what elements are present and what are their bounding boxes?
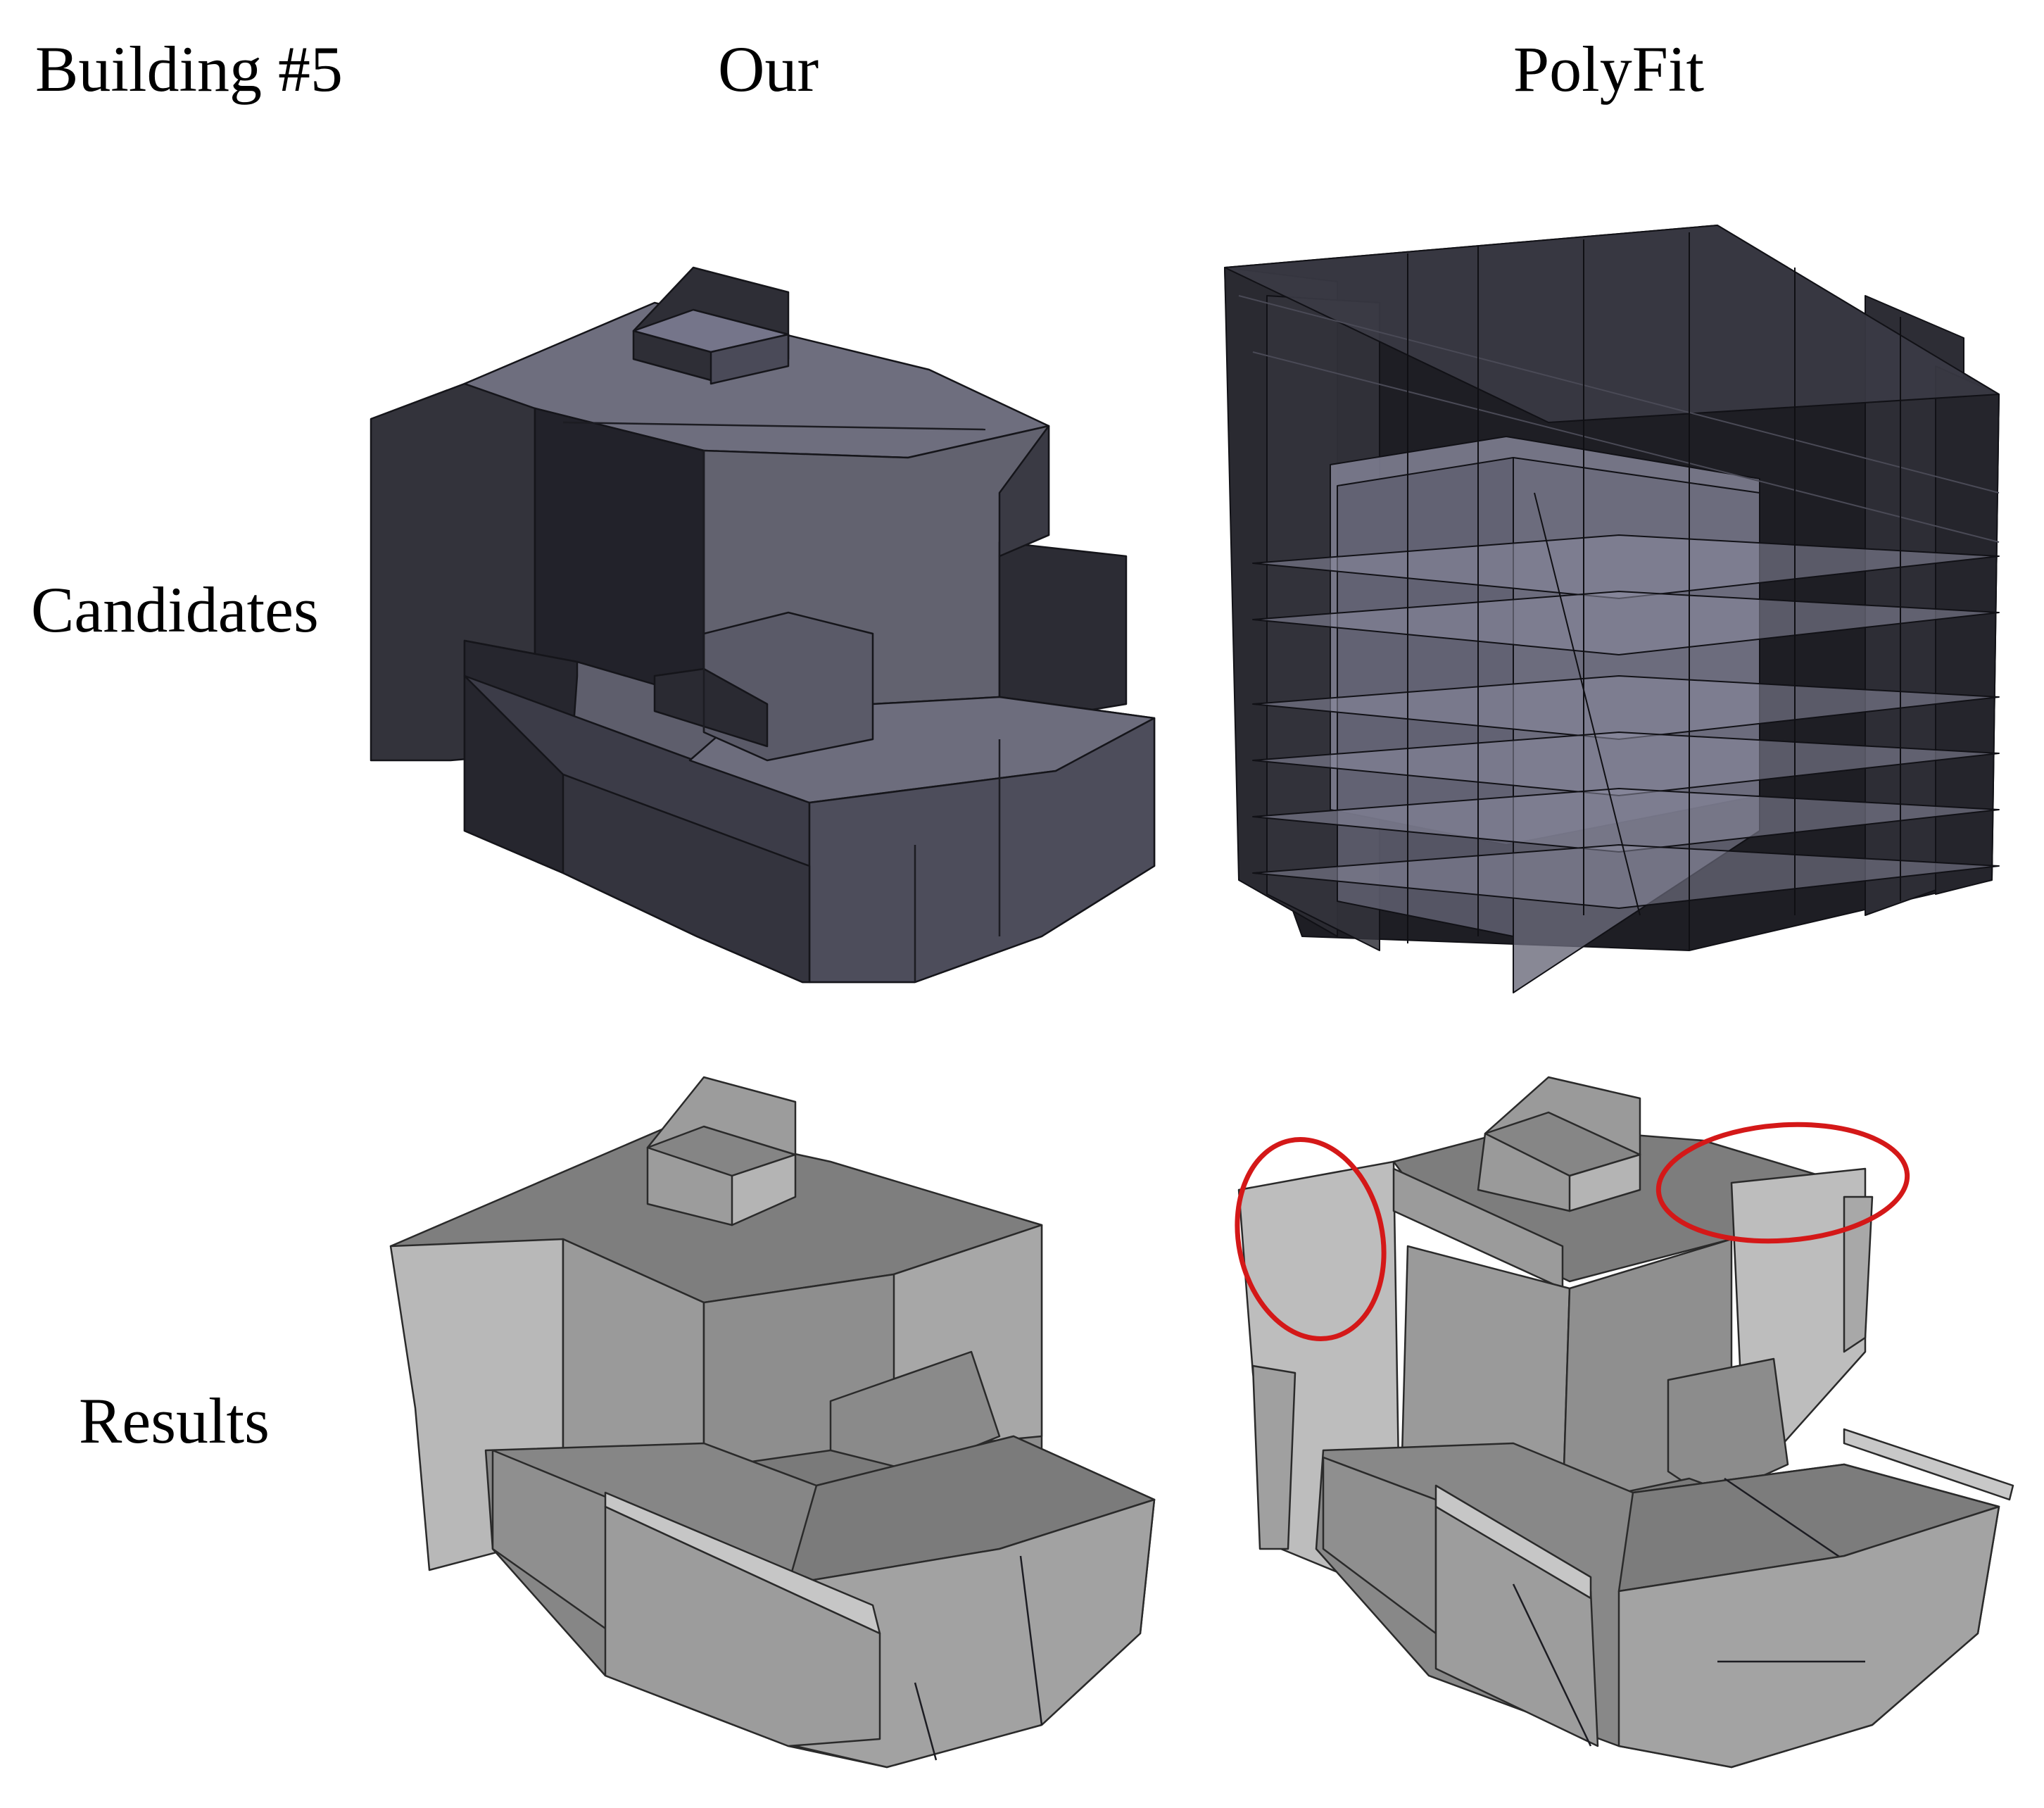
our-candidates-render (370, 266, 1156, 984)
column-header-polyfit: PolyFit (1513, 33, 1705, 105)
highlight-ellipse-left (1235, 1137, 1387, 1341)
our-results-render (389, 1076, 1156, 1769)
column-header-our: Our (718, 33, 819, 105)
polyfit-candidates-render (1224, 225, 2000, 993)
figure-tag-label: Building #5 (35, 33, 343, 105)
highlight-ellipse-right (1655, 1122, 1910, 1244)
row-label-results: Results (79, 1385, 270, 1457)
polyfit-results-render (1235, 1076, 2014, 1769)
row-label-candidates: Candidates (31, 574, 319, 646)
